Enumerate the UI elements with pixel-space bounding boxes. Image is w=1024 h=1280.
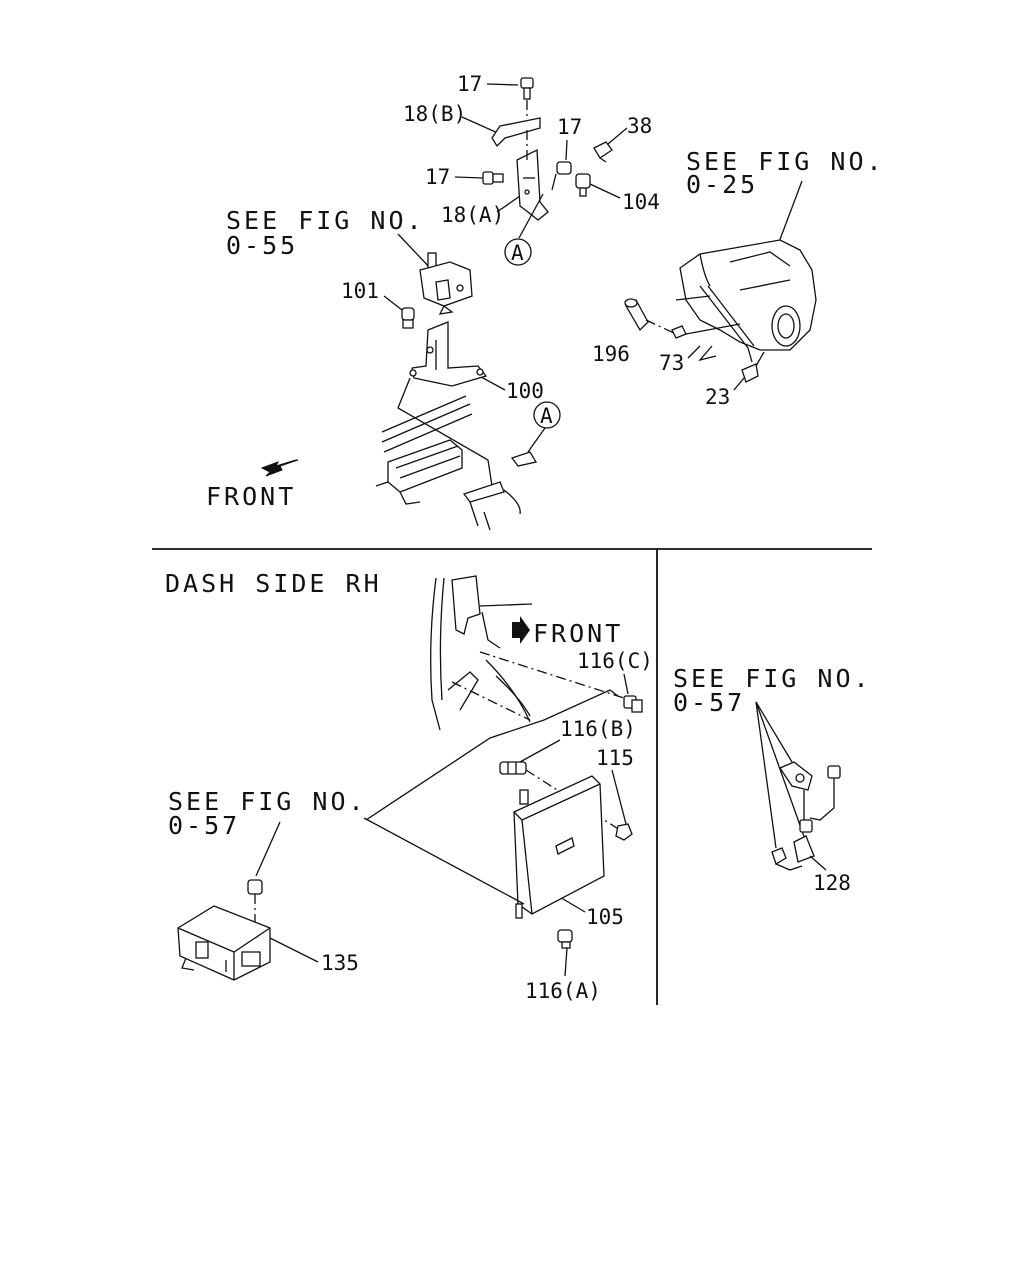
see-fig-0-25-line2: 0-25 [686, 170, 758, 199]
label-115: 115 [596, 746, 634, 770]
clip-73 [671, 323, 741, 339]
bolt-17-top [520, 77, 534, 100]
label-135: 135 [321, 951, 359, 975]
label-116b: 116(B) [560, 717, 636, 741]
leader-23 [733, 377, 745, 391]
leader-116a [564, 947, 568, 977]
leader-17-top [486, 83, 519, 86]
clip-38 [593, 141, 613, 163]
leader-73 [687, 345, 701, 359]
dash-side-title: DASH SIDE RH [165, 569, 382, 598]
bolt-116a [557, 929, 573, 949]
bolt-116c [623, 695, 643, 713]
callout-a-upper-text: A [511, 241, 524, 265]
body-panel [375, 377, 521, 531]
label-196: 196 [592, 342, 630, 366]
bracket-18a [516, 130, 549, 221]
see-fig-0-25-line1: SEE FIG NO. [686, 147, 885, 176]
leader-101 [383, 295, 403, 311]
sensor-assembly [419, 252, 473, 315]
leader-116c [623, 673, 629, 695]
bracket-100 [409, 321, 488, 387]
label-116c: 116(C) [577, 649, 653, 673]
label-104: 104 [622, 190, 660, 214]
front-label-top: FRONT [206, 482, 296, 511]
see-fig-0-55-line1: SEE FIG NO. [226, 206, 425, 235]
leader-0-57-right-c [755, 701, 777, 849]
label-23: 23 [705, 385, 730, 409]
wiring-lines [363, 689, 619, 905]
leader-0-57-right-a [755, 701, 793, 763]
label-100: 100 [506, 379, 544, 403]
bolt-104 [575, 173, 591, 197]
callout-a-upper: A [504, 193, 544, 266]
leader-135 [269, 937, 319, 963]
see-fig-0-55-line2: 0-55 [226, 231, 298, 260]
label-17-mid: 17 [557, 115, 582, 139]
leader-38 [607, 127, 628, 145]
module-135 [177, 905, 271, 981]
label-116a: 116(A) [525, 979, 601, 1003]
label-18a: 18(A) [441, 203, 504, 227]
leader-116b [519, 739, 561, 763]
label-17-left: 17 [425, 165, 450, 189]
section-dividers [152, 548, 872, 1005]
leader-0-57-dash [255, 821, 281, 877]
dash-side-section: DASH SIDE RH FRONT 116(C) 116(B) [165, 569, 653, 1003]
callout-a-lower-text: A [540, 404, 553, 428]
leader-17-mid [565, 139, 568, 161]
bracket-23 [741, 351, 765, 383]
front-arrow-top: FRONT [206, 459, 299, 511]
front-arrow-mid: FRONT [512, 616, 623, 648]
see-fig-0-57-dash-line2: 0-57 [168, 811, 240, 840]
label-38: 38 [627, 114, 652, 138]
leader-0-25 [775, 180, 803, 251]
leader-18a [496, 195, 521, 213]
leader-104 [589, 183, 621, 199]
label-17-top: 17 [457, 72, 482, 96]
leader-18b [461, 116, 501, 135]
leader-105 [557, 895, 586, 913]
nut-115 [615, 823, 633, 841]
see-fig-0-57-dash-line1: SEE FIG NO. [168, 787, 367, 816]
dash-body-structure [430, 575, 625, 731]
leader-115 [611, 769, 627, 825]
top-section: SEE FIG NO. 0-55 SEE FIG NO. 0-25 17 18(… [206, 72, 885, 531]
label-128: 128 [813, 871, 851, 895]
leader-0-55 [397, 233, 433, 271]
leader-17-left [454, 176, 484, 179]
right-section: SEE FIG NO. 0-57 128 [673, 664, 872, 895]
see-fig-0-57-right-line2: 0-57 [673, 688, 745, 717]
label-101: 101 [341, 279, 379, 303]
front-label-mid: FRONT [533, 619, 623, 648]
transmission-assembly [675, 239, 817, 363]
label-105: 105 [586, 905, 624, 929]
control-module-105 [513, 775, 605, 919]
bracket-18b [491, 100, 541, 148]
callout-a-lower: A [510, 401, 561, 467]
bolt-17-mid [551, 161, 572, 191]
label-18b: 18(B) [403, 102, 466, 126]
leader-128 [809, 855, 827, 871]
cap-196 [624, 298, 677, 335]
see-fig-0-57-right-line1: SEE FIG NO. [673, 664, 872, 693]
bolt-101 [401, 307, 415, 329]
label-73: 73 [659, 351, 684, 375]
leader-0-57-right-b [755, 701, 807, 843]
bolt-17-left [482, 171, 504, 185]
sensor-assembly-right [771, 761, 841, 871]
